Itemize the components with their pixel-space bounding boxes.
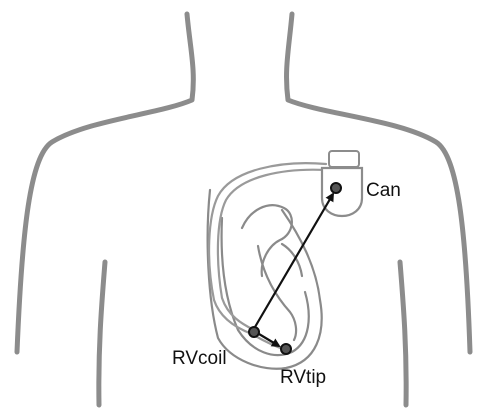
rvtip-electrode (281, 344, 291, 354)
rvcoil-electrode (249, 327, 259, 337)
can-label: Can (366, 180, 401, 201)
can-body (322, 168, 362, 216)
left-neck-shoulder (17, 14, 193, 352)
can-electrode (331, 183, 341, 193)
left-atrium (282, 244, 302, 276)
left-side (99, 262, 105, 405)
rvtip-label: RVtip (280, 367, 326, 388)
aortic-arch (242, 205, 292, 276)
right-side (400, 262, 406, 405)
can-header (329, 151, 359, 167)
rvcoil-label: RVcoil (172, 348, 227, 369)
torso-outline (17, 14, 470, 405)
icd-can (322, 151, 362, 216)
lead-wire-inner (218, 170, 326, 330)
